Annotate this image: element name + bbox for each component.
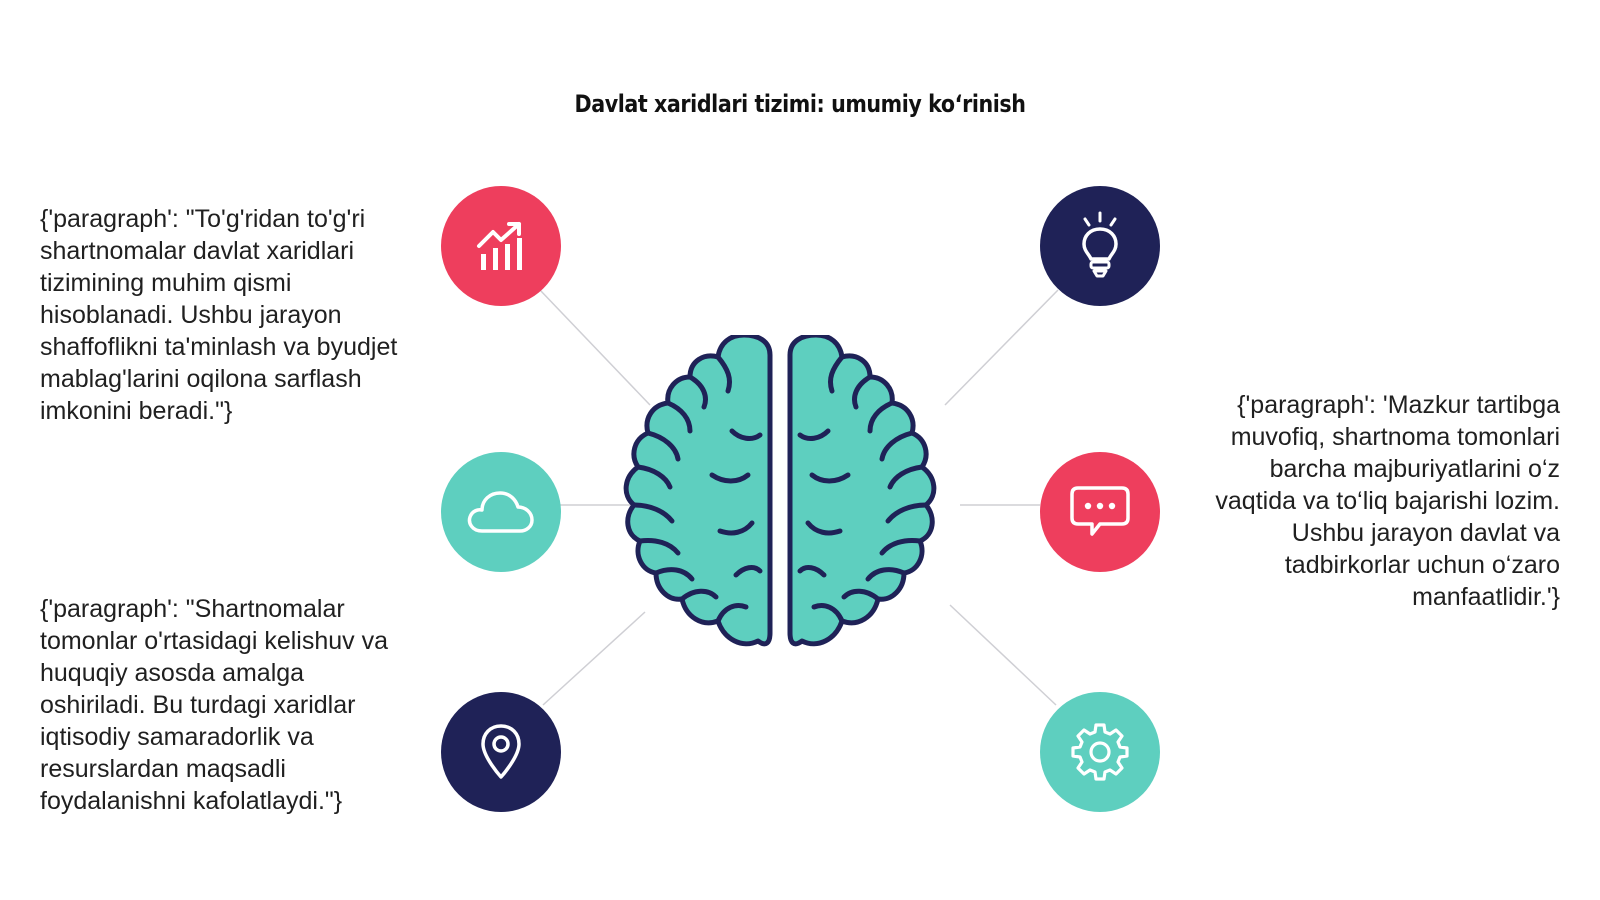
cloud-icon [467,491,534,533]
paragraph-left-bottom: {'paragraph': "Shartnomalar tomonlar o'r… [40,595,388,815]
connector-top-left [539,289,651,406]
node-growth [441,186,561,306]
chat-bubble-icon [1070,486,1130,536]
node-lightbulb [1040,186,1160,306]
location-pin-icon [481,724,521,779]
paragraph-right: {'paragraph': 'Mazkur tartibga muvofiq, … [1215,391,1560,611]
node-location [441,692,561,812]
page-title: Davlat xaridlari tizimi: umumiy ko‘rinis… [574,90,1026,118]
gear-icon [1071,723,1129,781]
paragraph-left-top: {'paragraph': "To'g'ridan to'g'ri shartn… [40,205,398,425]
node-cloud [441,452,561,572]
connector-top-right [944,289,1059,406]
connector-bottom-left [542,611,646,706]
lightbulb-icon [1082,211,1118,278]
node-gear [1040,692,1160,812]
node-chat [1040,452,1160,572]
growth-chart-icon [477,222,522,270]
brain-icon [623,335,937,647]
connector-bottom-right [949,604,1057,706]
